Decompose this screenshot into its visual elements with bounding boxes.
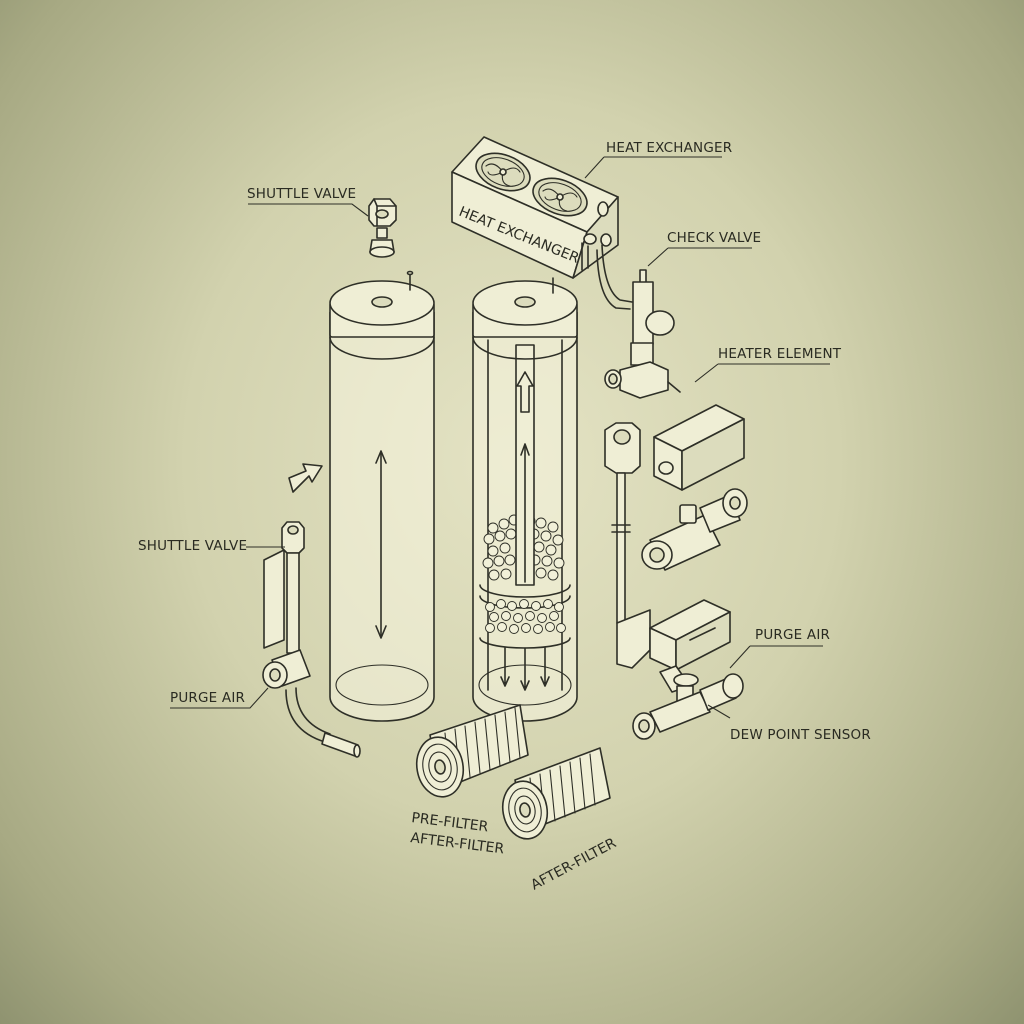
valve-assembly (641, 488, 748, 571)
leader-purge-air-right (729, 645, 823, 669)
shuttle-valve-top-part (368, 198, 397, 258)
leader-purge-air-left (170, 687, 269, 709)
shuttle-valve-left-part (262, 521, 361, 758)
pre-filter-cartridge (415, 704, 529, 798)
connector-pipe (601, 244, 633, 303)
heat-exchanger-label: HEAT EXCHANGER (606, 140, 732, 156)
leader-shuttle-valve-top (248, 203, 369, 217)
after-filter-right-label: AFTER-FILTER (528, 835, 619, 893)
dew-point-sensor-part (616, 599, 744, 740)
heater-element-label: HEATER ELEMENT (718, 346, 842, 362)
dew-point-sensor-label: DEW POINT SENSOR (730, 727, 871, 743)
leader-heater-element (694, 363, 830, 383)
shuttle-valve-left-label: SHUTTLE VALVE (138, 538, 247, 554)
leader-check-valve (647, 247, 752, 267)
shuttle-valve-top-label: SHUTTLE VALVE (247, 186, 356, 202)
check-valve-part (604, 269, 681, 399)
after-filter-cartridge (501, 747, 611, 840)
heat-exchanger-unit (451, 136, 619, 279)
check-valve-label: CHECK VALVE (667, 230, 761, 246)
heater-element-part (604, 404, 745, 624)
after-filter-left-label: AFTER-FILTER (410, 830, 506, 857)
inlet-arrow-icon (288, 463, 323, 493)
left-desiccant-tower (329, 270, 435, 722)
right-desiccant-tower (472, 277, 578, 722)
leader-heat-exchanger (584, 156, 722, 179)
purge-air-left-label: PURGE AIR (170, 690, 245, 706)
leader-dew-point-sensor (707, 704, 731, 719)
purge-air-right-label: PURGE AIR (755, 627, 830, 643)
